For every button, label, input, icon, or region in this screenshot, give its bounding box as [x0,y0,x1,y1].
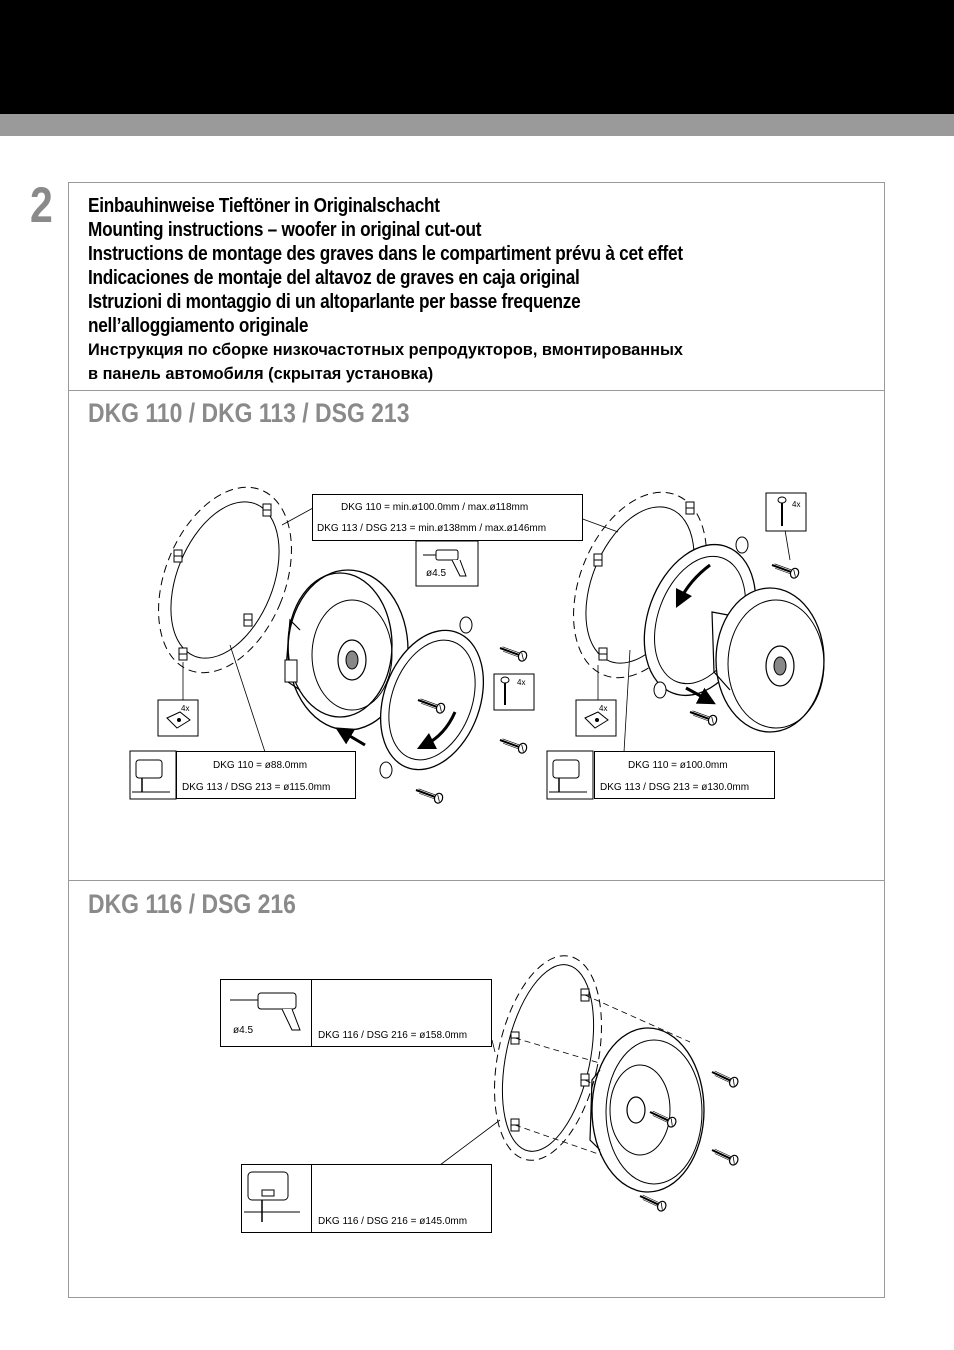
section2-title: DKG 116 / DSG 216 [88,889,296,919]
section2-drill-box: ø4.5 [220,979,312,1047]
left-grille [335,616,485,779]
section2-drill-label: ø4.5 [233,1025,254,1036]
right-cut-spec-box: DKG 110 = ø100.0mm DKG 113 / DSG 213 = ø… [594,751,775,799]
section2-woofer [589,1027,705,1193]
step-number: 2 [30,177,53,233]
section-divider-2 [68,880,885,881]
left-cut-line1: DKG 110 = ø88.0mm [213,760,308,771]
right-screw-qty-label: 4x [792,500,801,509]
multilingual-headings: Einbauhinweise Tieftöner in Originalscha… [88,194,780,386]
left-woofer [284,569,409,731]
header-grey-bar [0,114,954,136]
section1-title: DKG 110 / DKG 113 / DSG 213 [88,398,410,428]
heading-ru-2: в панель автомобиля (скрытая установка) [88,364,434,383]
left-clip-box [157,699,199,737]
instruction-frame [68,182,885,1298]
drill-icon [415,540,479,587]
jigsaw-icon-left [129,750,177,800]
heading-fr: Instructions de montage des graves dans … [88,243,683,265]
heading-ru-1: Инструкция по сборке низкочастотных репр… [88,340,683,359]
section2-saw-spec-box: DKG 116 / DSG 216 = ø145.0mm [311,1164,492,1233]
top-spec-line2: DKG 113 / DSG 213 = min.ø138mm / max.ø14… [317,523,547,534]
screw-qty-box [493,673,535,711]
section2-jigsaw-icon [244,1171,300,1222]
section2-saw-spec: DKG 116 / DSG 216 = ø145.0mm [318,1216,468,1227]
section2-saw-icon-box [241,1164,312,1233]
section2-drill-icon [230,992,301,1031]
left-mounting-ring [158,486,314,753]
top-spec-box: DKG 110 = min.ø100.0mm / max.ø118mm DKG … [312,494,583,541]
jigsaw-icon-right [546,750,594,800]
heading-de: Einbauhinweise Tieftöner in Originalscha… [88,195,440,217]
left-clip-qty-label: 4x [181,704,190,713]
heading-it-2: nell’alloggiamento originale [88,315,309,337]
section-divider-1 [68,390,885,391]
right-screws [687,529,802,728]
section2-drill-spec: DKG 116 / DSG 216 = ø158.0mm [318,1030,468,1041]
right-clip-box [575,699,617,737]
right-cut-line2: DKG 113 / DSG 213 = ø130.0mm [600,782,750,793]
right-woofer [711,587,825,733]
top-spec-line1: DKG 110 = min.ø100.0mm / max.ø118mm [341,502,529,513]
screw-qty-label: 4x [517,678,526,687]
header-black-bar [0,0,954,114]
heading-en: Mounting instructions – woofer in origin… [88,219,482,241]
heading-it-1: Istruzioni di montaggio di un altoparlan… [88,291,581,313]
right-clip-qty-label: 4x [599,704,608,713]
left-cut-line2: DKG 113 / DSG 213 = ø115.0mm [182,782,331,793]
right-screw-qty-box [765,492,807,532]
left-cut-spec-box: DKG 110 = ø88.0mm DKG 113 / DSG 213 = ø1… [176,751,356,799]
right-cut-line1: DKG 110 = ø100.0mm [628,760,728,771]
drill-diameter-label: ø4.5 [426,568,447,579]
heading-es: Indicaciones de montaje del altavoz de g… [88,267,580,289]
section2-drill-spec-box: DKG 116 / DSG 216 = ø158.0mm [311,979,492,1047]
